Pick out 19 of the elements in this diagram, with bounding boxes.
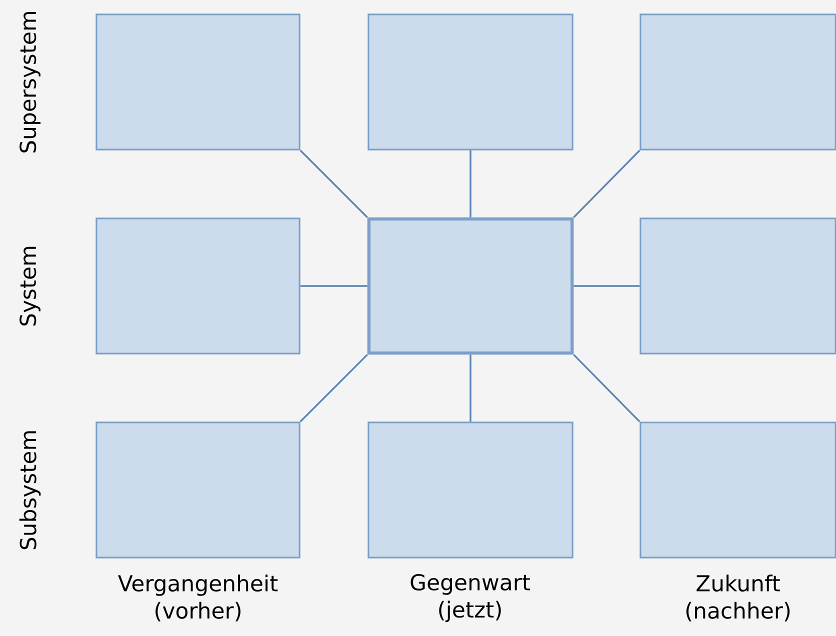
empty-box: [367, 217, 574, 355]
empty-box: [96, 14, 300, 150]
row-label: Subsystem: [19, 431, 41, 550]
connector-line: [574, 285, 640, 287]
connector-line: [300, 354, 368, 422]
row-label: Supersystem: [20, 12, 40, 152]
empty-box: [640, 422, 836, 558]
connector-line: [573, 150, 640, 218]
connector-line: [300, 285, 368, 287]
connector-line: [470, 150, 472, 218]
connector-line: [300, 150, 368, 218]
connector-line: [470, 354, 472, 422]
empty-box: [96, 218, 300, 354]
connector-line: [573, 354, 640, 422]
empty-box: [368, 14, 574, 150]
empty-box: [640, 14, 836, 150]
empty-box: [368, 422, 574, 558]
empty-box: [640, 218, 836, 354]
empty-box: [96, 422, 300, 558]
